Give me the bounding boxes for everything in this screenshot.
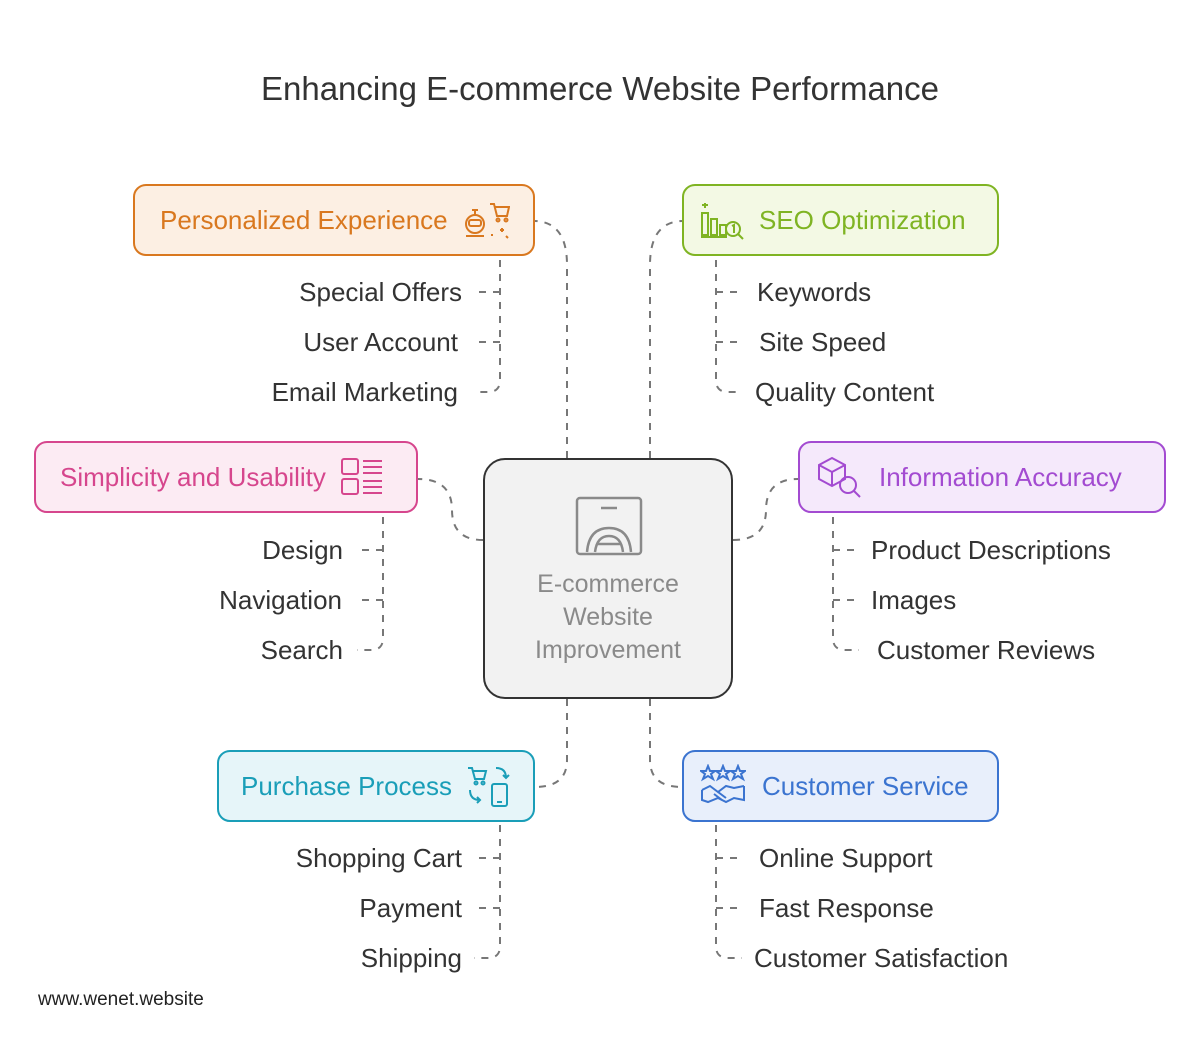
list-item: Shipping [360,943,462,973]
branch-label: SEO Optimization [759,204,966,235]
list-item: User Account [303,327,458,357]
cart-phone-icon [466,764,512,808]
list-item: Keywords [757,277,872,307]
list-item: Customer Satisfaction [754,943,1009,973]
branch-label: Customer Service [762,770,969,801]
central-line: Improvement [535,636,681,664]
list-layout-icon [340,456,384,498]
branch-personalized-experience: Personalized Experience [133,184,535,256]
list-item: Fast Response [759,893,934,923]
branch-label: Purchase Process [241,770,452,801]
robot-shopping-cart-icon [462,198,510,242]
list-item: Payment [359,893,462,923]
list-item: Search [260,635,343,665]
list-item: Site Speed [759,327,887,357]
list-item: Email Marketing [271,377,458,407]
branch-label: Simplicity and Usability [60,461,326,492]
list-item: Quality Content [755,377,935,407]
list-item: Product Descriptions [871,535,1111,565]
diagram-title: Enhancing E-commerce Website Performance [260,70,939,107]
branch-purchase-process: Purchase Process [217,750,535,822]
list-item: Navigation [219,585,342,615]
central-node-label: E-commerce Website Improvement [485,568,731,667]
list-item: Images [871,585,957,615]
ranking-magnifier-icon [699,199,745,241]
branch-simplicity-usability: Simplicity and Usability [34,441,418,513]
list-item: Customer Reviews [877,635,1096,665]
central-line: E-commerce [537,570,679,598]
central-line: Website [563,603,653,631]
monitor-icon [575,496,643,561]
central-node: E-commerce Website Improvement [483,458,733,699]
branch-label: Information Accuracy [879,461,1122,492]
handshake-stars-icon [700,764,746,808]
footer-watermark: www.wenet.website [38,989,204,1010]
branch-information-accuracy: Information Accuracy [798,441,1166,513]
list-item: Shopping Cart [295,843,462,873]
branch-label: Personalized Experience [160,204,448,235]
list-item: Design [262,535,343,565]
box-magnifier-icon [816,455,862,499]
branch-customer-service: Customer Service [682,750,999,822]
list-item: Online Support [759,843,933,873]
list-item: Special Offers [299,277,462,307]
branch-seo-optimization: SEO Optimization [682,184,999,256]
